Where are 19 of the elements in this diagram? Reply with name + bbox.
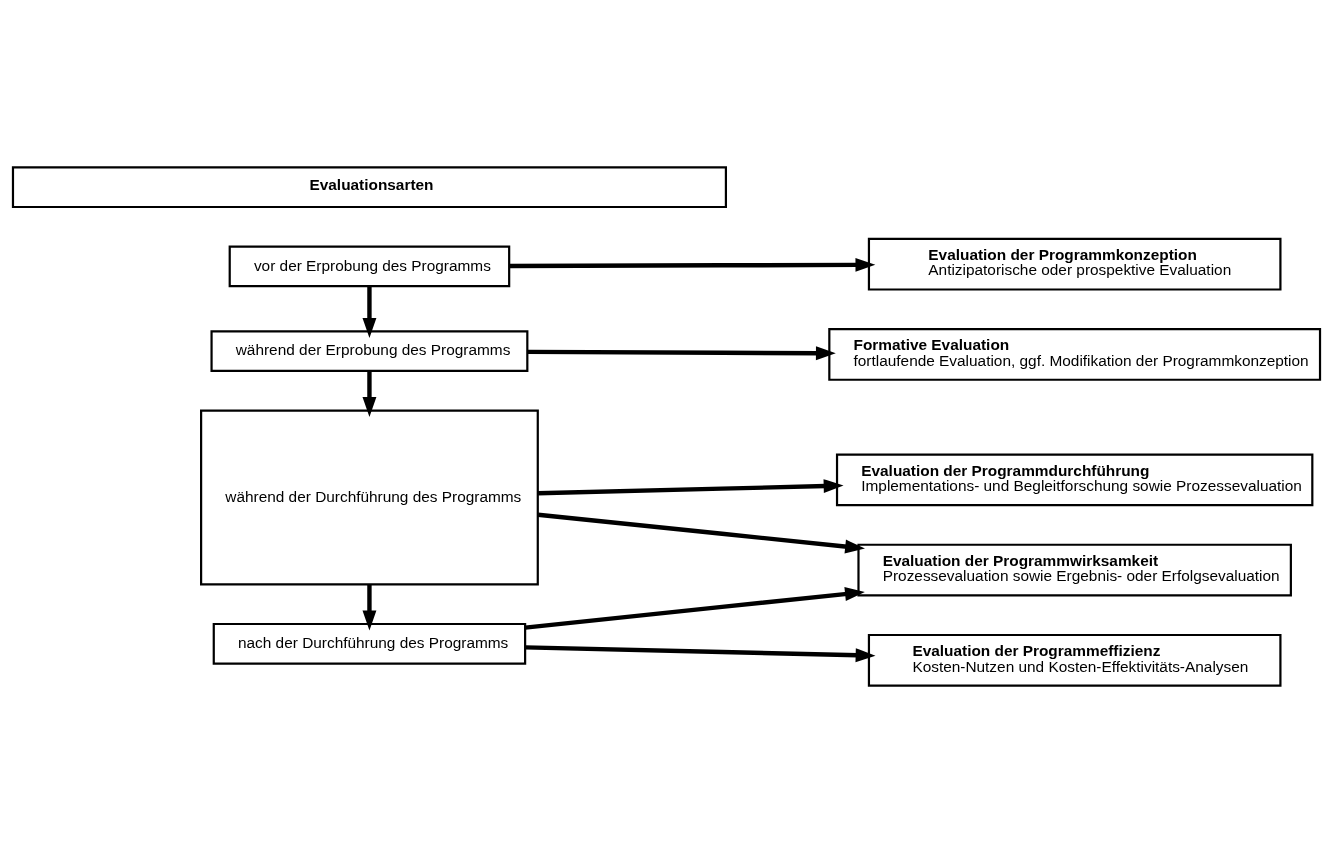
arrow	[525, 586, 865, 630]
node-box: vor der Erprobung des Programms	[228, 245, 511, 287]
node-box: während der Erprobung des Programms	[210, 329, 529, 372]
arrow	[537, 512, 865, 553]
arrow	[362, 584, 377, 630]
arrow	[527, 345, 836, 360]
node-box: Evaluation der Programmwirksamkeit Prozessevaluation sowie Ergebnis- oder Erfolgsevaluation	[857, 543, 1292, 596]
arrow	[362, 370, 377, 417]
node-box: Evaluation der Programmdurchführung Implementations- und Begleitforschung sowie Prozessevaluation	[835, 452, 1314, 506]
node-box: nach der Durchführung des Programms	[212, 622, 527, 665]
arrow	[525, 644, 876, 662]
node-box: Evaluation der Programmeffizienz Kosten-Nutzen und Kosten-Effektivitäts-Analysen	[867, 633, 1282, 687]
arrow	[538, 478, 844, 495]
node-box: Formative Evaluation fortlaufende Evaluation, ggf. Modifikation der Programmkonzeption	[828, 327, 1322, 381]
node-box: Evaluationsarten	[11, 165, 727, 208]
arrow	[509, 257, 876, 272]
node-box: Evaluation der Programmkonzeption Antizipatorische oder prospektive Evaluation	[867, 237, 1282, 291]
node-box: während der Durchführung des Programms	[200, 408, 539, 585]
arrow	[362, 286, 377, 338]
